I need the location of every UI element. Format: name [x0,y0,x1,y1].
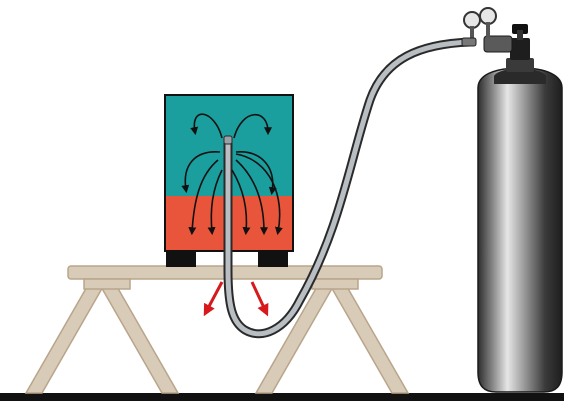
flow-arrow-far-right [235,153,283,236]
valve-stem [517,30,523,40]
cylinder-valve [510,38,530,60]
escape-arrow-right [250,281,269,317]
flow-arrow-top-right [233,113,272,139]
ground-line [0,393,564,401]
gas-flow-arrows [181,113,283,236]
escape-arrows [203,281,269,317]
gas-hose [223,37,475,339]
pressure-gauge-icon [463,11,481,29]
flow-arrow-low-right-2 [231,169,251,236]
bench-bracket-left [83,278,131,290]
flow-arrow-low-left-1 [188,159,219,236]
pressure-gauge-icon [479,7,497,25]
lance-tip [223,135,233,145]
flow-arrow-low-left-2 [207,169,223,236]
cylinder-neck [506,58,534,72]
pressure-regulator-icon [483,35,513,53]
bench-bracket-right [311,278,359,290]
hose-coupling [461,37,477,47]
gauge-stem [470,26,474,40]
container-foot-right [258,250,288,267]
gauge-stem [486,22,490,38]
flow-arrow-top-left [190,113,223,139]
flow-arrow-mid-right-outer [235,151,277,196]
escape-arrow-left [203,281,224,317]
cylinder-body [477,67,563,393]
container-foot-left [166,250,196,267]
flow-arrow-mid-left-outer [181,151,221,194]
cylinder-shoulder [494,68,546,84]
valve-handle [512,24,528,34]
bench-legs [24,284,410,394]
flow-arrow-low-right-1 [235,159,268,236]
gas-cylinder-icon [461,7,563,393]
